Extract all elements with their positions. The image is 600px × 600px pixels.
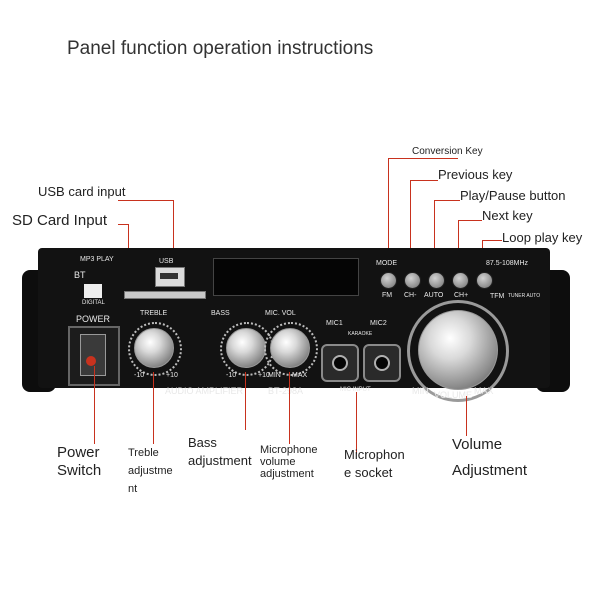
mic-vol-text: MIC. VOL bbox=[265, 310, 296, 317]
model-text: BT-298A bbox=[268, 386, 304, 396]
mic2-socket[interactable] bbox=[363, 344, 401, 382]
mic-volume-knob[interactable] bbox=[270, 328, 310, 368]
power-text: POWER bbox=[76, 314, 111, 324]
next-button[interactable] bbox=[452, 272, 469, 289]
previous-key-label: Previous key bbox=[438, 167, 513, 182]
play-pause-label: Play/Pause button bbox=[460, 188, 566, 203]
next-key-label: Next key bbox=[482, 208, 533, 223]
loop-play-label: Loop play key bbox=[502, 230, 583, 245]
karaoke-text: KARAOKE bbox=[348, 331, 373, 337]
power-switch-label: Power Switch bbox=[57, 444, 102, 479]
treble-adjustment-label: Treble adjustme nt bbox=[128, 447, 173, 495]
volume-adjustment-label: Volume Adjustment bbox=[452, 436, 528, 479]
mic-socket-label: Microphon e socket bbox=[344, 447, 405, 480]
mic-volume-label: Microphone volume adjustment bbox=[260, 444, 318, 480]
power-led-icon bbox=[86, 356, 96, 366]
frequency-text: 87.5-108MHz bbox=[486, 260, 529, 267]
sd-card-slot[interactable] bbox=[124, 291, 206, 299]
volume-text: VOLUME bbox=[434, 390, 473, 400]
page-title: Panel function operation instructions bbox=[67, 38, 374, 59]
mic1-socket[interactable] bbox=[321, 344, 359, 382]
sd-logo-icon bbox=[84, 284, 102, 298]
previous-button[interactable] bbox=[404, 272, 421, 289]
mode-button[interactable] bbox=[380, 272, 397, 289]
mp3-play-text: MP3 PLAY bbox=[80, 256, 114, 263]
mic-input-text: MIC INPUT bbox=[340, 387, 371, 393]
bass-knob[interactable] bbox=[226, 328, 266, 368]
bt-text: BT bbox=[74, 270, 86, 280]
usb-card-input-label: USB card input bbox=[38, 184, 126, 199]
mode-text: MODE bbox=[376, 260, 397, 267]
treble-text: TREBLE bbox=[140, 310, 168, 317]
usb-port[interactable] bbox=[155, 267, 185, 287]
volume-knob[interactable] bbox=[418, 310, 498, 390]
conversion-key-label: Conversion Key bbox=[412, 146, 483, 157]
treble-knob[interactable] bbox=[134, 328, 174, 368]
play-pause-button[interactable] bbox=[428, 272, 445, 289]
loop-button[interactable] bbox=[476, 272, 493, 289]
led-display bbox=[213, 258, 359, 296]
bass-text: BASS bbox=[211, 310, 230, 317]
sd-card-input-label: SD Card Input bbox=[12, 212, 108, 229]
digital-text: DIGITAL bbox=[82, 300, 105, 306]
mic2-text: MIC2 bbox=[370, 320, 387, 327]
audio-amplifier-text: AUDIO AMPLIFIER bbox=[165, 386, 244, 396]
bass-adjustment-label: Bass adjustment bbox=[188, 435, 252, 468]
mic1-text: MIC1 bbox=[326, 320, 343, 327]
usb-text: USB bbox=[159, 258, 174, 265]
